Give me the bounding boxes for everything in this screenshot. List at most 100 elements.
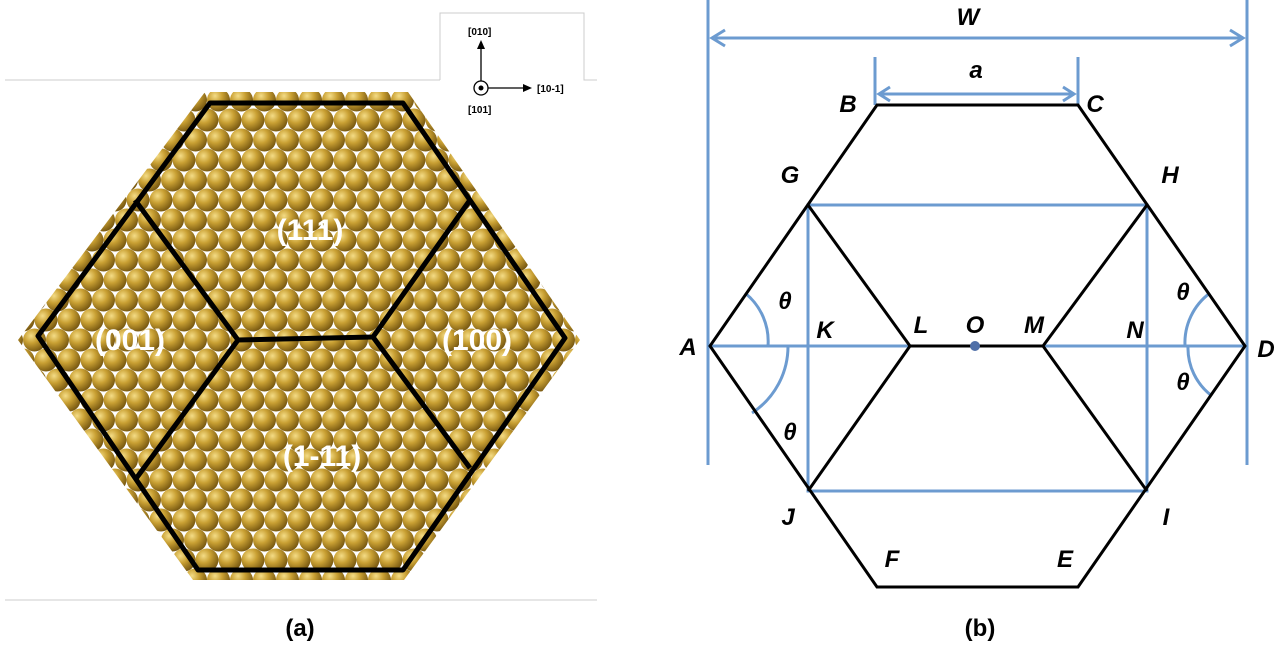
gold-atom <box>149 188 173 212</box>
face-label-100: (100) <box>442 324 512 357</box>
gold-atom <box>402 348 426 372</box>
gold-atom <box>0 389 12 412</box>
gold-atom <box>23 488 46 512</box>
gold-atom <box>575 368 580 392</box>
gold-atom <box>207 208 230 232</box>
gold-atom <box>195 548 219 572</box>
gold-atom <box>103 188 127 212</box>
gold-atom <box>448 148 472 172</box>
gold-atom <box>0 509 12 532</box>
point-label-I: I <box>1163 504 1171 531</box>
gold-atom <box>184 408 207 432</box>
gold-atom <box>552 208 575 232</box>
gold-atom <box>425 548 449 572</box>
gold-atom <box>149 268 173 292</box>
gold-atom <box>540 268 564 292</box>
arrowhead-right-icon <box>523 84 532 92</box>
gold-atom <box>161 408 184 432</box>
gold-atom <box>253 448 276 472</box>
gold-atom <box>448 508 472 532</box>
gold-atom <box>494 308 518 332</box>
gold-atom <box>517 548 541 572</box>
gold-atom <box>345 208 368 232</box>
gold-atom <box>264 268 288 292</box>
gold-atom <box>322 528 345 552</box>
gold-atom <box>356 468 380 492</box>
gold-atom <box>34 188 58 212</box>
gold-atom <box>506 568 529 580</box>
gold-atom <box>345 408 368 432</box>
gold-atom <box>575 528 580 552</box>
gold-atom <box>253 168 276 192</box>
label-a: a <box>969 57 982 84</box>
gold-atom <box>34 468 58 492</box>
gold-atom <box>471 388 495 412</box>
gold-atom <box>506 208 529 232</box>
gold-atom <box>138 248 161 272</box>
gold-atom <box>161 248 184 272</box>
gold-atom <box>103 468 127 492</box>
gold-atom <box>391 128 414 152</box>
gold-atom <box>264 548 288 572</box>
gold-atom <box>230 448 253 472</box>
gold-atom <box>195 268 219 292</box>
gold-atom <box>253 488 276 512</box>
left-facet-boundary <box>132 338 241 482</box>
gold-atom <box>310 148 334 172</box>
gold-atom <box>598 329 621 352</box>
gold-atom <box>253 568 276 580</box>
angle-arc-lower-left <box>751 345 790 415</box>
gold-atom <box>299 368 322 392</box>
face-label-001: (001) <box>95 324 165 357</box>
gold-atom <box>333 308 357 332</box>
gold-atom <box>0 229 12 252</box>
axis-out-label: [101] <box>468 105 491 116</box>
gold-atom <box>425 108 449 132</box>
gold-atom <box>575 288 580 312</box>
gold-atom <box>241 548 265 572</box>
gold-atom <box>310 308 334 332</box>
gold-atom <box>587 549 610 572</box>
gold-atom <box>333 348 357 372</box>
gold-atom <box>161 92 184 112</box>
axis-right-label: [10-1] <box>537 84 564 95</box>
gold-atom <box>494 188 518 212</box>
gold-atom <box>23 128 46 152</box>
gold-atom <box>115 328 138 352</box>
gold-atom <box>287 388 311 412</box>
gold-atom <box>529 168 552 192</box>
gold-atom <box>483 488 506 512</box>
gold-atom <box>276 248 299 272</box>
gold-atom <box>34 388 58 412</box>
gold-atom <box>299 168 322 192</box>
gold-atom <box>253 208 276 232</box>
gold-atom <box>18 188 35 212</box>
gold-atom <box>103 268 127 292</box>
gold-atom <box>540 548 564 572</box>
gold-atom <box>18 468 35 492</box>
gold-atom <box>23 168 46 192</box>
gold-atom <box>23 288 46 312</box>
gold-atom <box>92 92 115 112</box>
gold-atom <box>483 528 506 552</box>
point-label-C: C <box>1086 91 1104 118</box>
gold-atom <box>218 188 242 212</box>
gold-atom <box>356 388 380 412</box>
gold-atom <box>46 568 69 580</box>
gold-atom <box>230 488 253 512</box>
gold-atom <box>92 168 115 192</box>
gold-atom <box>0 149 12 172</box>
gold-atom <box>57 548 81 572</box>
point-label-O: O <box>966 312 985 339</box>
gold-atom <box>345 288 368 312</box>
gold-atom <box>517 428 541 452</box>
gold-atom <box>517 468 541 492</box>
gold-atom <box>345 128 368 152</box>
gold-atom <box>161 568 184 580</box>
gold-atom <box>46 488 69 512</box>
gold-atom <box>126 108 150 132</box>
gold-atom <box>437 92 460 112</box>
gold-atom <box>207 448 230 472</box>
gold-atom <box>322 168 345 192</box>
gold-atom <box>253 528 276 552</box>
